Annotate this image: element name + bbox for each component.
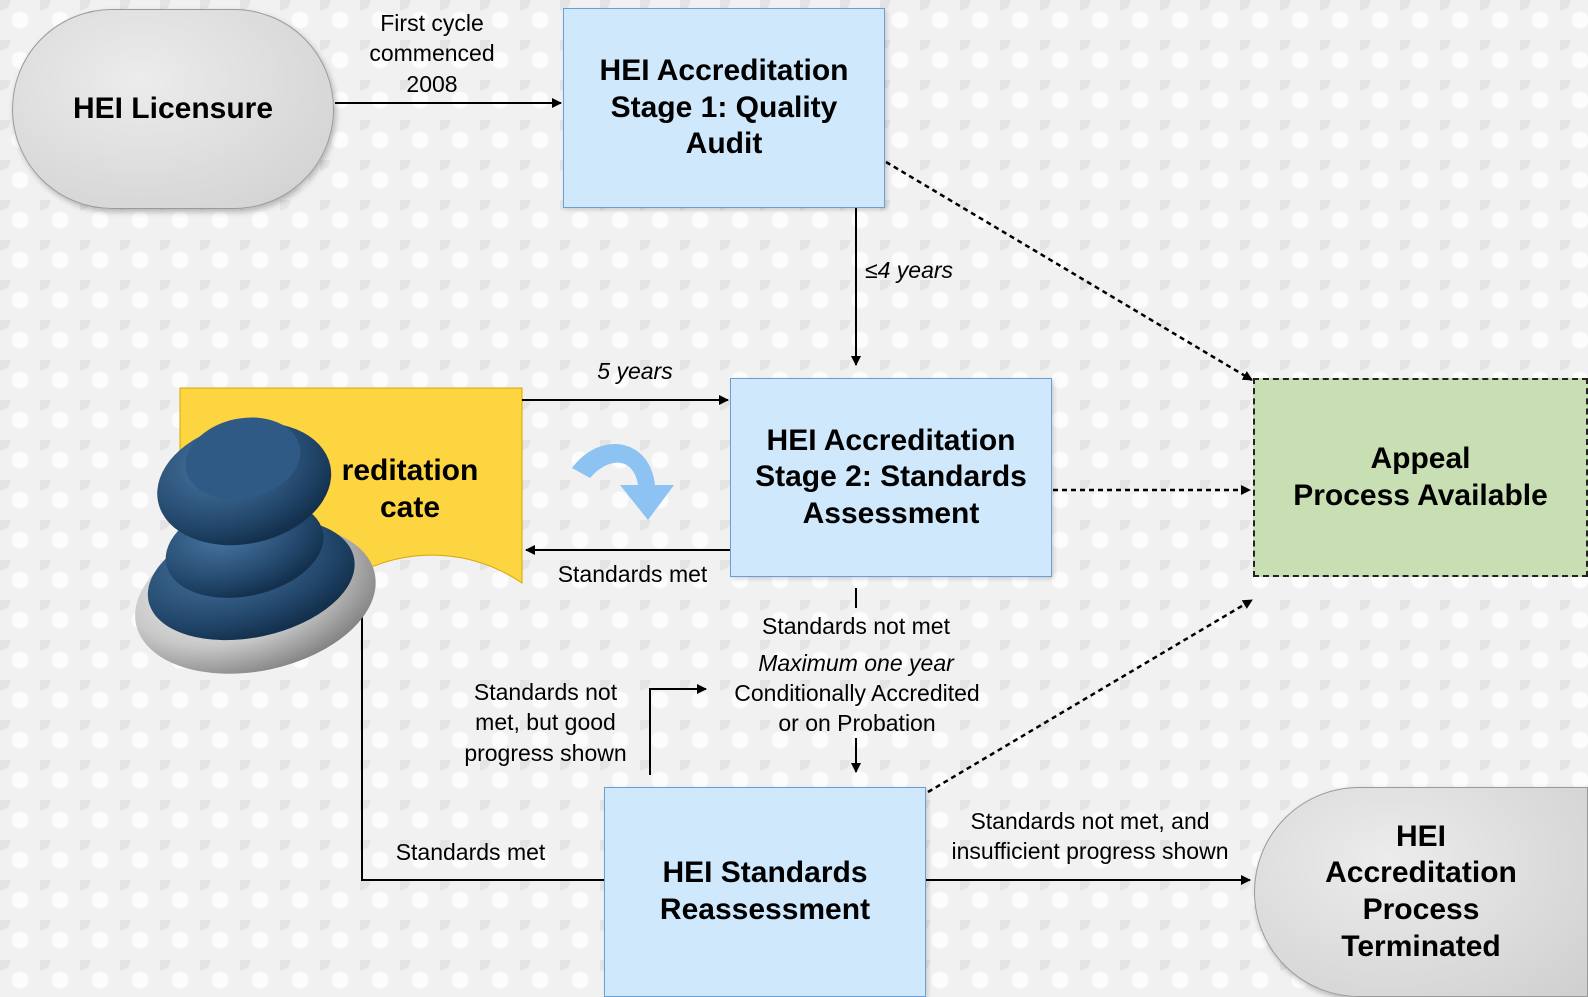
good-progress-label: Standards not met, but good progress sho…: [464, 679, 627, 766]
standards-met-label-stage2: Standards met: [557, 561, 708, 587]
accreditation-certificate-label: reditation cate: [341, 454, 479, 524]
stage1-quality-audit-node: HEI Accreditation Stage 1: Quality Audit: [563, 8, 885, 208]
insufficient-progress-label: Standards not met, and insufficient prog…: [951, 808, 1229, 865]
four-years-label: ≤4 years: [865, 257, 954, 283]
process-terminated-node: HEI Accreditation Process Terminated: [1254, 787, 1588, 997]
hei-licensure-node: HEI Licensure: [12, 9, 334, 209]
max-one-year-label: Maximum one year: [758, 650, 954, 676]
stage2-standards-assessment-node: HEI Accreditation Stage 2: Standards Ass…: [730, 378, 1052, 577]
appeal-process-node: Appeal Process Available: [1253, 378, 1588, 577]
conditionally-accredited-label: Conditionally Accredited or on Probation: [734, 680, 980, 737]
five-years-label: 5 years: [597, 358, 673, 384]
standards-not-met-label: Standards not met: [762, 613, 950, 639]
first-cycle-label: First cycle commenced 2008: [369, 10, 495, 97]
standards-reassessment-node: HEI Standards Reassessment: [604, 787, 926, 997]
standards-met-label-reassessment: Standards met: [395, 839, 546, 865]
